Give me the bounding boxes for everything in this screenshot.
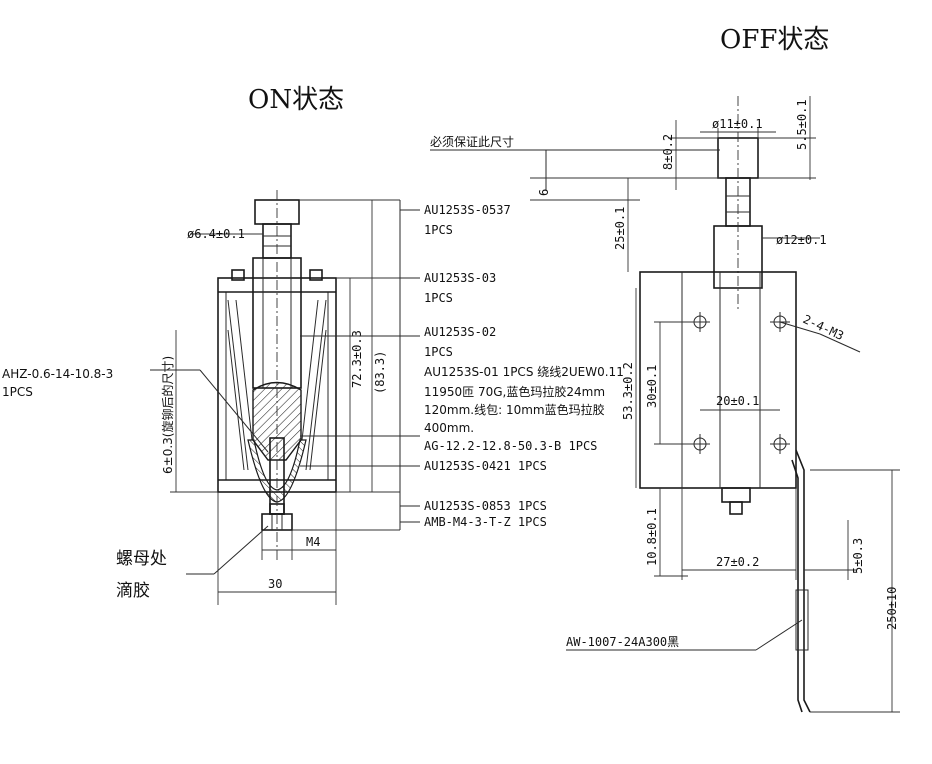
- dim-width-30: 30: [268, 577, 282, 591]
- wire-spec: AW-1007-24A300黑: [566, 635, 679, 649]
- off-frame: [639, 271, 797, 489]
- part-0537-qty: 1PCS: [424, 223, 453, 237]
- part-0537-code: AU1253S-0537: [424, 203, 511, 217]
- on-view: ø6.4±0.1 72.3±0.3 (83.3) 6±0.3(旋铆后的尺寸) M…: [2, 190, 624, 605]
- dim-off-30: 30±0.1: [645, 365, 659, 408]
- dim-m4: M4: [306, 535, 320, 549]
- return-spring: [247, 439, 307, 503]
- part-01-line1: AU1253S-01 1PCS 绕线2UEW0.11: [424, 365, 624, 379]
- dim-off-20: 20±0.1: [716, 394, 759, 408]
- dim-off-53-3: 53.3±0.2: [621, 362, 635, 420]
- part-03-qty: 1PCS: [424, 291, 453, 305]
- dim-stroke: 6±0.3(旋铆后的尺寸): [160, 356, 175, 474]
- dim-off-dia11: ø11±0.1: [712, 117, 763, 131]
- part-03-code: AU1253S-03: [424, 271, 496, 285]
- part-ag: AG-12.2-12.8-50.3-B 1PCS: [424, 439, 597, 453]
- dim-off-dia12: ø12±0.1: [776, 233, 827, 247]
- part-0853: AU1253S-0853 1PCS: [424, 499, 547, 513]
- dim-off-25: 25±0.1: [613, 207, 627, 250]
- part-01-line2: 11950匝 70G,蓝色玛拉胶24mm: [424, 384, 605, 399]
- dim-off-8: 8±0.2: [661, 134, 675, 170]
- lead-wire-1: [795, 449, 811, 713]
- must-guarantee-note: 必须保证此尺寸: [430, 135, 514, 149]
- on-state-title: ON状态: [248, 85, 344, 115]
- parts-list: AU1253S-0537 1PCS AU1253S-03 1PCS AU1253…: [424, 203, 624, 529]
- left-part-qty: 1PCS: [2, 385, 33, 399]
- dim-off-m3: 2-4-M3: [801, 312, 846, 343]
- glue-note-line1: 螺母处: [116, 549, 167, 569]
- part-02-qty: 1PCS: [424, 345, 453, 359]
- coil-winding: [227, 299, 327, 471]
- dim-off-250: 250±10: [885, 587, 899, 630]
- dim-83-3: (83.3): [373, 351, 387, 394]
- dim-off-27: 27±0.2: [716, 555, 759, 569]
- part-0421: AU1253S-0421 1PCS: [424, 459, 547, 473]
- glue-note-line2: 滴胶: [116, 581, 150, 601]
- dim-off-5-5: 5.5±0.1: [795, 99, 809, 150]
- part-02-code: AU1253S-02: [424, 325, 496, 339]
- mount-holes: [690, 312, 790, 454]
- dim-off-10-8: 10.8±0.1: [645, 508, 659, 566]
- off-view: 必须保证此尺寸 6 25±0.1 8±0.2 ø11±0.1 5.5±0.1 ø…: [430, 96, 900, 713]
- dim-72-3: 72.3±0.3: [350, 330, 364, 388]
- dim-pin-diameter: ø6.4±0.1: [187, 227, 245, 241]
- dim-off-6: 6: [537, 189, 551, 196]
- part-amb: AMB-M4-3-T-Z 1PCS: [424, 515, 547, 529]
- part-01-line4: 400mm.: [424, 421, 474, 435]
- dim-off-5: 5±0.3: [851, 538, 865, 574]
- left-part-code: AHZ-0.6-14-10.8-3: [2, 367, 113, 381]
- part-01-line3: 120mm.线包: 10mm蓝色玛拉胶: [424, 402, 605, 417]
- off-state-title: OFF状态: [720, 25, 829, 55]
- lead-wire-2: [791, 459, 803, 713]
- off-nut: [721, 487, 751, 503]
